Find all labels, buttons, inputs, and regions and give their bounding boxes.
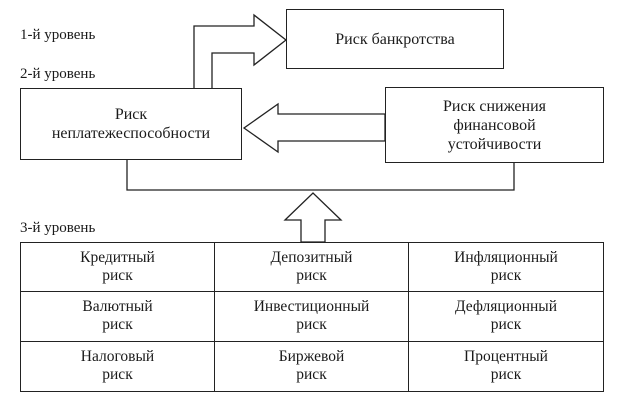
risk-cell-title: Дефляционный	[455, 298, 557, 316]
risk-cell-word: риск	[296, 366, 327, 384]
risk-cell-title: Налоговый	[80, 348, 155, 366]
risk-cell-word: риск	[296, 267, 327, 285]
risk-cell-interest: Процентный риск	[409, 342, 603, 391]
risk-cell-tax: Налоговый риск	[21, 341, 215, 391]
stability-risk-line-1: Риск снижения	[443, 97, 546, 115]
stability-risk-line-3: устойчивости	[447, 135, 542, 153]
level-3-label: 3-й уровень	[20, 220, 96, 236]
risk-cell-title: Кредитный	[80, 249, 155, 267]
bankruptcy-risk-box: Риск банкротства	[286, 9, 504, 69]
risk-cell-word: риск	[490, 267, 522, 285]
risk-cell-title: Депозитный	[270, 249, 353, 267]
risk-cell-deflation: Дефляционный риск	[409, 292, 603, 342]
risk-cell-title: Процентный	[464, 348, 548, 366]
level-2-label: 2-й уровень	[20, 66, 96, 82]
insolvency-risk-line-2: неплатежеспособности	[51, 125, 211, 142]
risk-cell-exchange: Биржевой риск	[215, 341, 409, 391]
risk-cell-word: риск	[296, 316, 327, 334]
risk-cell-word: риск	[102, 316, 133, 334]
arrow-to-insolvency	[242, 102, 386, 154]
risk-cell-title: Инфляционный	[454, 249, 558, 267]
bankruptcy-risk-text: Риск банкротства	[335, 30, 455, 48]
insolvency-risk-box: Риск неплатежеспособности	[20, 88, 242, 160]
level2-bracket	[126, 160, 515, 191]
risk-cell-word: риск	[490, 366, 522, 384]
risk-cell-investment: Инвестиционный риск	[215, 292, 409, 342]
arrow-to-bankruptcy	[193, 13, 288, 88]
risk-cell-title: Инвестиционный	[253, 298, 370, 316]
risk-cell-word: риск	[102, 267, 133, 285]
financial-stability-risk-box: Риск снижения финансовой устойчивости	[385, 87, 604, 163]
risk-cell-word: риск	[490, 316, 522, 334]
risk-cell-currency: Валютный риск	[21, 292, 215, 342]
level-1-label: 1-й уровень	[20, 27, 96, 43]
risk-cell-title: Биржевой	[278, 348, 345, 366]
stability-risk-line-2: финансовой	[453, 116, 536, 134]
risk-cell-word: риск	[102, 366, 133, 384]
risk-cell-deposit: Депозитный риск	[215, 243, 409, 293]
arrow-up-from-level3	[283, 192, 343, 243]
risk-cell-credit: Кредитный риск	[21, 243, 215, 293]
risk-cell-inflation: Инфляционный риск	[409, 243, 603, 293]
risk-cell-title: Валютный	[82, 298, 153, 316]
insolvency-risk-line-1: Риск	[114, 106, 148, 123]
level-3-risk-grid: Кредитный риск Депозитный риск Инфляцион…	[20, 242, 604, 392]
